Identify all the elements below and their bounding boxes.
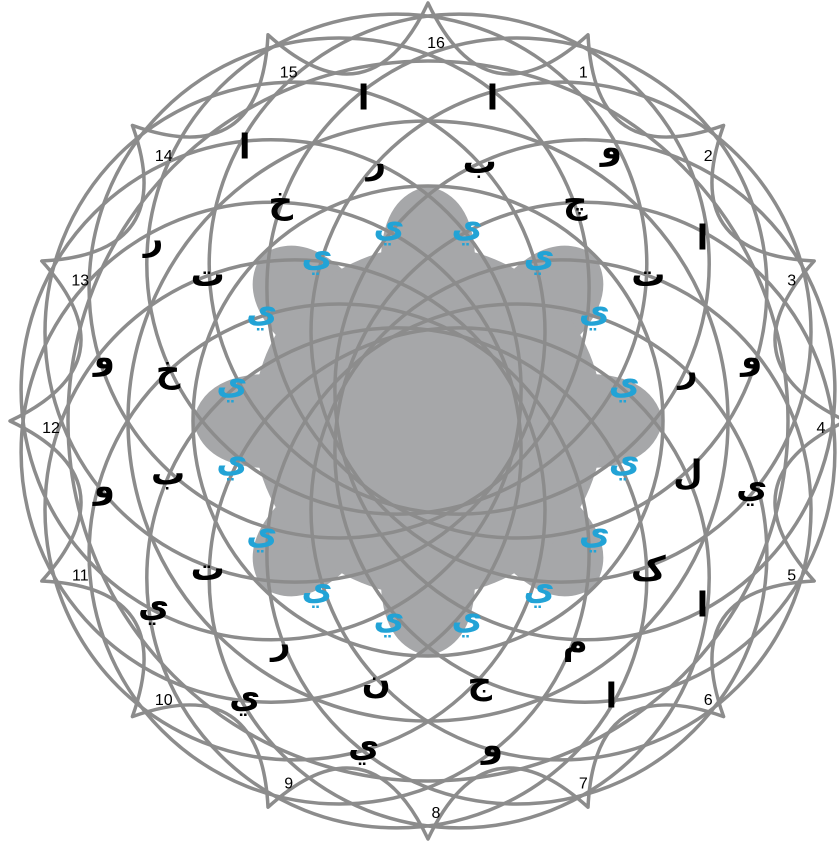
outer-letter-13[interactable]: و [92, 338, 115, 378]
petal-number-1: 1 [579, 64, 588, 81]
outer-letter-15[interactable]: ا [239, 128, 251, 168]
inner-letter-3[interactable]: ي [579, 291, 610, 331]
petal-number-7: 7 [579, 776, 588, 793]
petal-number-2: 2 [704, 148, 713, 165]
petal-number-9: 9 [284, 776, 293, 793]
middle-letter-2[interactable]: چ [563, 182, 588, 222]
middle-letter-12[interactable]: ب [151, 454, 185, 494]
outer-letter-7[interactable]: ا [605, 676, 617, 716]
outer-letter-11[interactable]: ي [138, 585, 169, 625]
middle-letter-1[interactable]: ب [463, 142, 497, 182]
inner-letter-11[interactable]: ي [246, 513, 277, 553]
middle-letter-13[interactable]: خ [156, 350, 181, 390]
outer-letter-12[interactable]: و [92, 466, 115, 506]
inner-letter-2[interactable]: ي [524, 236, 555, 276]
inner-letter-9[interactable]: ي [373, 598, 404, 638]
inner-letter-6[interactable]: ي [579, 513, 610, 553]
petal-number-11: 11 [72, 567, 89, 584]
inner-letter-13[interactable]: ي [216, 363, 247, 403]
outer-letter-16[interactable]: ا [358, 78, 370, 118]
inner-letter-12[interactable]: ي [216, 441, 247, 481]
petal-number-6: 6 [704, 692, 713, 709]
middle-letter-5[interactable]: ل [673, 454, 703, 494]
middle-letter-16[interactable]: ر [365, 142, 387, 182]
petal-number-14: 14 [155, 148, 173, 165]
inner-letter-15[interactable]: ي [301, 236, 332, 276]
middle-letter-14[interactable]: ت [191, 255, 225, 295]
outer-letter-1[interactable]: ا [487, 78, 499, 118]
inner-letter-7[interactable]: ي [524, 568, 555, 608]
inner-letter-14[interactable]: ي [246, 291, 277, 331]
petal-number-16: 16 [427, 35, 445, 52]
inner-letter-16[interactable]: ي [373, 206, 404, 246]
middle-letter-3[interactable]: ت [631, 255, 665, 295]
middle-letter-11[interactable]: ت [191, 549, 225, 589]
outer-letter-10[interactable]: ي [229, 676, 260, 716]
outer-letter-14[interactable]: ر [142, 219, 164, 259]
outer-letter-9[interactable]: ي [348, 726, 379, 766]
middle-letter-4[interactable]: ر [676, 350, 698, 390]
petal-number-12: 12 [42, 420, 60, 437]
petal-number-10: 10 [155, 692, 173, 709]
inner-letter-4[interactable]: ي [609, 363, 640, 403]
petal-number-3: 3 [787, 273, 796, 290]
inner-letter-10[interactable]: ي [301, 568, 332, 608]
middle-letter-9[interactable]: ن [362, 662, 391, 702]
outer-letter-6[interactable]: ا [697, 585, 709, 625]
outer-letter-4[interactable]: و [739, 338, 762, 378]
middle-letter-15[interactable]: خ [269, 182, 294, 222]
inner-letter-5[interactable]: ي [609, 441, 640, 481]
middle-letter-8[interactable]: ج [467, 662, 492, 702]
petal-number-5: 5 [787, 567, 796, 584]
inner-letter-8[interactable]: ي [451, 598, 482, 638]
inner-letter-1[interactable]: ي [451, 206, 482, 246]
outer-letter-3[interactable]: ا [697, 219, 709, 259]
middle-letter-6[interactable]: ک [631, 549, 666, 589]
outer-letter-2[interactable]: و [599, 128, 622, 168]
petal-number-15: 15 [280, 64, 298, 81]
petal-number-13: 13 [71, 273, 89, 290]
petal-number-4: 4 [817, 420, 826, 437]
petal-number-8: 8 [432, 805, 441, 822]
outer-letter-5[interactable]: ي [736, 466, 767, 506]
middle-letter-7[interactable]: م [563, 622, 588, 662]
outer-letter-8[interactable]: و [480, 726, 503, 766]
middle-letter-10[interactable]: ر [269, 622, 291, 662]
